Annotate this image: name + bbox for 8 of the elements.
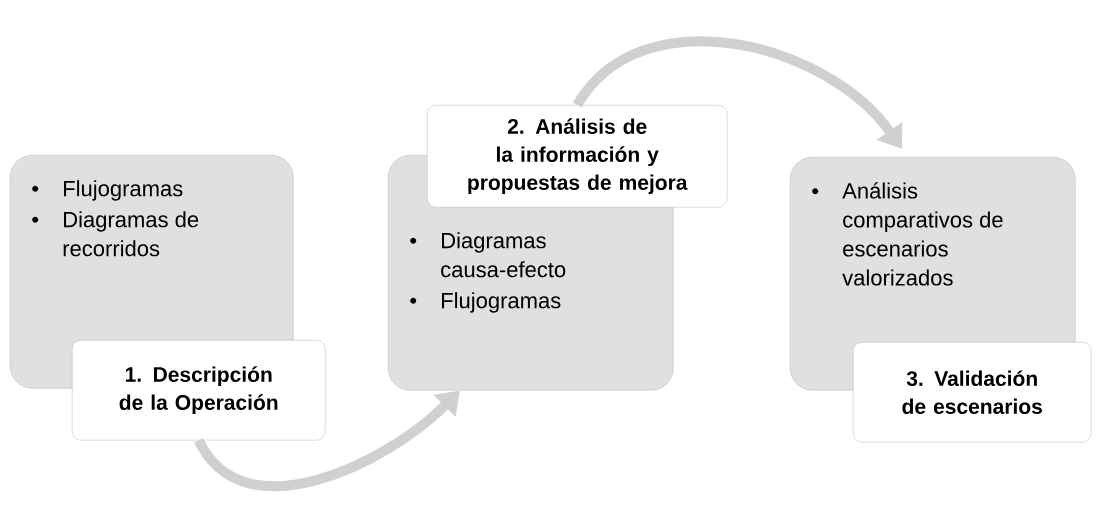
bullet-item: Diagramas de recorridos	[63, 211, 199, 257]
bullet-item: Análisis comparativos de escenarios valorizados	[842, 182, 1003, 286]
step-title-box: 2. Análisis de la información y propuestas de mejora	[427, 105, 728, 208]
bullet-item: Flujogramas	[64, 180, 183, 201]
bullet-item: Flujogramas	[442, 292, 561, 313]
step-title-box: 1. Descripción de la Operación	[72, 340, 326, 441]
step-title-box: 3. Validación de escenarios	[853, 342, 1092, 443]
bullet-item: Diagramas causa-efecto	[441, 232, 566, 278]
